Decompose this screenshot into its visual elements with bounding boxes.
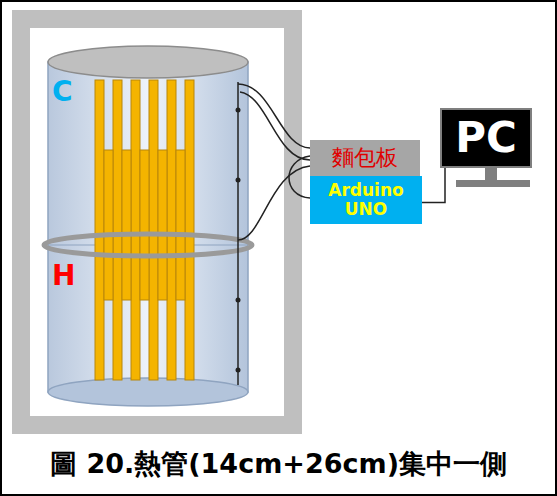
heat-pipe-long (149, 80, 158, 380)
sensor-cable (237, 82, 239, 385)
zone-label: C (52, 78, 73, 106)
signal-wires (238, 84, 310, 240)
sensor-dot (236, 108, 241, 113)
sensor-dot (236, 178, 241, 183)
usb-cable (422, 168, 445, 202)
figure-caption: 圖 20.熱管(14cm+26cm)集中一側 (0, 446, 557, 482)
heat-pipe-short (140, 150, 149, 300)
monitor-neck (485, 168, 497, 180)
enclosure-inside (30, 28, 284, 416)
heat-pipe-long (95, 80, 104, 380)
heat-pipe-long (131, 80, 140, 380)
pc-monitor: PC (440, 108, 532, 168)
node-text: Arduino UNO (316, 181, 416, 218)
sensor-dot (236, 368, 241, 373)
tank-ring (44, 234, 252, 256)
signal-wire (238, 84, 310, 148)
sensor-dot (236, 298, 241, 303)
heat-pipe-short (158, 150, 167, 300)
node-text: PC (455, 117, 517, 159)
signal-wire (238, 166, 310, 240)
heat-pipe-short (122, 150, 131, 300)
jumper-wire (289, 156, 310, 198)
arduino-box: Arduino UNO (310, 176, 422, 224)
signal-wire (240, 92, 310, 160)
sensor-wire (236, 82, 241, 385)
tank-bottom (48, 378, 248, 406)
heat-pipes (95, 80, 194, 380)
zone-label: H (52, 262, 75, 290)
heat-pipe-long (185, 80, 194, 380)
node-text: 麵包板 (332, 145, 398, 171)
heat-pipe-short (104, 150, 113, 300)
tank (48, 46, 248, 406)
breadboard-box: 麵包板 (310, 140, 420, 176)
pc-stand (456, 168, 530, 187)
heat-pipe-long (167, 80, 176, 380)
tank-lid (48, 46, 248, 78)
monitor-base (456, 180, 530, 187)
tank-body (48, 62, 248, 392)
heat-pipe-short (176, 150, 185, 300)
heat-pipe-long (113, 80, 122, 380)
